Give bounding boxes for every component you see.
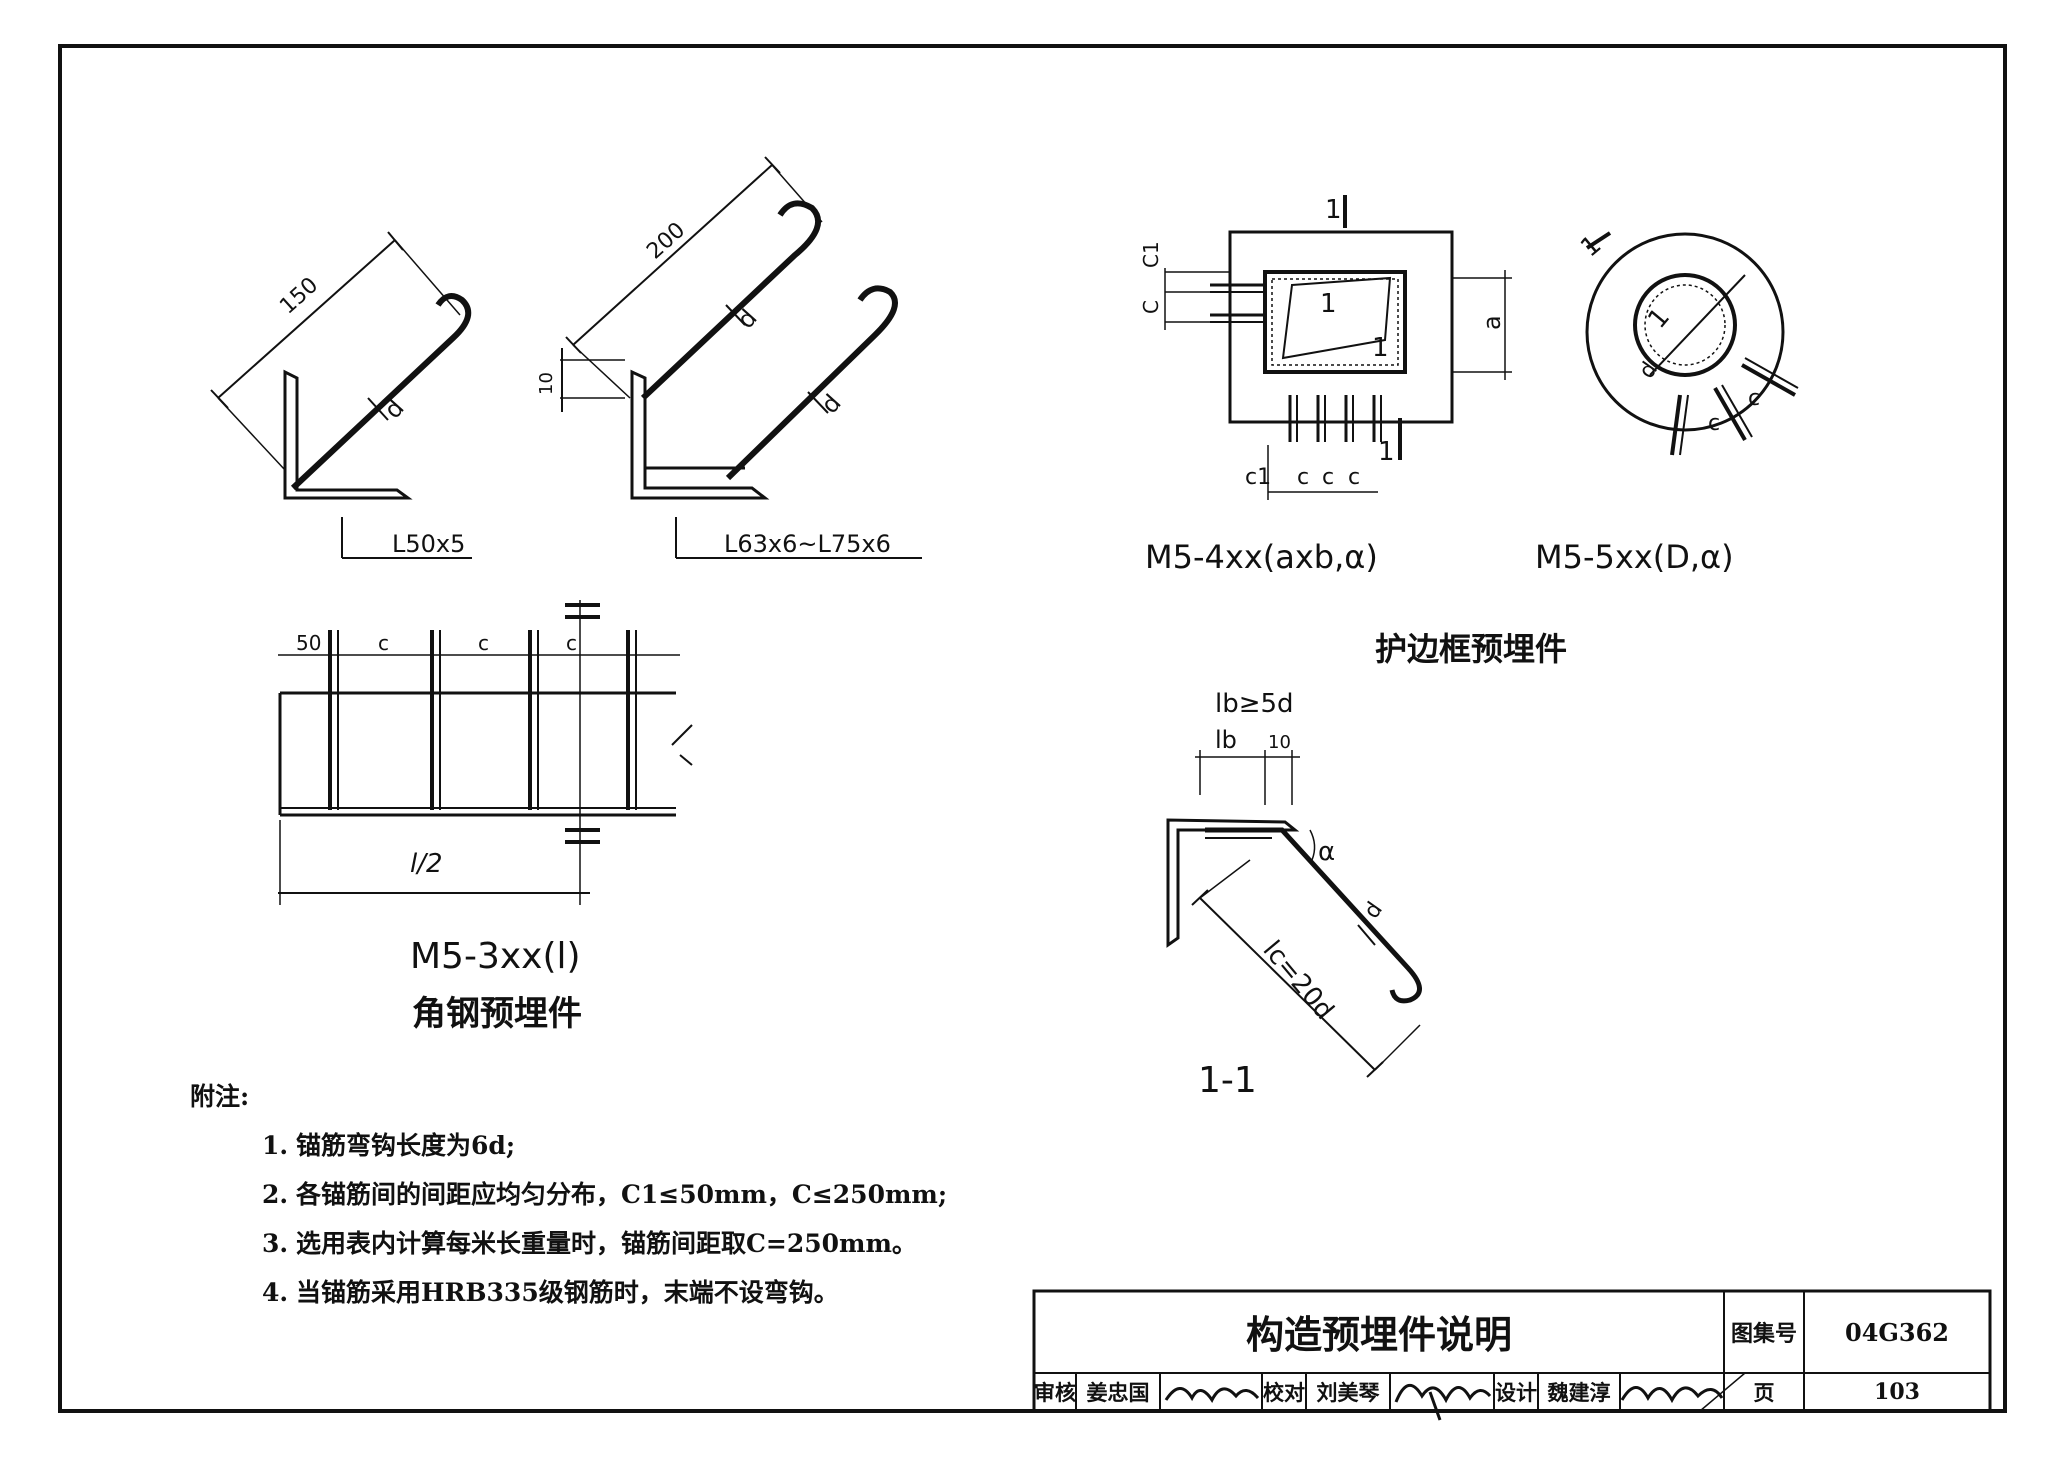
sec-mark-inner-2: 1 [1372, 333, 1389, 363]
sec-mark-top: 1 [1325, 195, 1342, 225]
title-block: 构造预埋件说明 图集号 04G362 审核 姜忠国 校对 刘美琴 设计 魏建淳 … [1034, 1291, 1990, 1415]
note-text: 锚筋弯钩长度为6d; [296, 1131, 516, 1160]
dim-c1-side: C1 [1139, 241, 1163, 268]
atlas-number: 04G362 [1845, 1317, 1949, 1347]
note-text: 当锚筋采用HRB335级钢筋时，末端不设弯钩。 [296, 1278, 839, 1307]
note-number: 4. [262, 1278, 289, 1307]
dim-half-length: l/2 [410, 849, 443, 879]
dim-c-side: C [1139, 300, 1163, 314]
signature-checker [1394, 1384, 1492, 1421]
note-number: 1. [262, 1131, 289, 1160]
dim-c-bottom-2: c [1322, 465, 1334, 490]
angle-l50-drawing [210, 231, 472, 559]
section-name: 1-1 [1198, 1060, 1257, 1101]
label-l50x5: L50x5 [392, 530, 465, 558]
angle-elevation-drawing [278, 600, 693, 905]
bar-d-label: d [379, 394, 410, 424]
bar-d-label-3: d [816, 389, 847, 419]
alpha-label: α [1318, 837, 1335, 867]
title-frame-embed: 护边框预埋件 [1375, 630, 1567, 668]
page-number: 103 [1874, 1379, 1920, 1405]
lb-label: lb [1215, 726, 1237, 754]
signature-reviewer [1164, 1387, 1260, 1403]
dim-50: 50 [296, 631, 321, 655]
sec-mark-bottom: 1 [1378, 437, 1395, 467]
title-block-grid [1032, 1289, 1992, 1413]
note-number: 3. [262, 1229, 289, 1258]
sec-mark-circle-1: 1 [1575, 230, 1607, 264]
lb-condition: lb≥5d [1215, 689, 1294, 719]
dim-c-bottom-1: c [1297, 465, 1309, 490]
dim-c-1: c [378, 631, 389, 655]
review-label: 审核 [1034, 1380, 1076, 1405]
lc-label: lc=20d [1257, 935, 1340, 1025]
dim-c-3: c [566, 631, 577, 655]
dim-a-side: a [1478, 315, 1506, 330]
angle-l63-drawing [560, 156, 922, 559]
dim-c-2: c [478, 631, 489, 655]
sec-mark-circle-2: 1 [1642, 303, 1676, 335]
dim-200: 200 [642, 218, 690, 265]
circle-frame-drawing [1585, 231, 1799, 456]
circle-c-label-1: c [1708, 411, 1720, 436]
checker-name: 刘美琴 [1316, 1380, 1380, 1405]
title-angle-embed: 角钢预埋件 [412, 994, 582, 1034]
note-item: 4.当锚筋采用HRB335级钢筋时，末端不设弯钩。 [262, 1268, 1010, 1317]
rect-frame-drawing [1164, 195, 1512, 500]
note-item: 1.锚筋弯钩长度为6d; [262, 1121, 1010, 1170]
atlas-label: 图集号 [1730, 1321, 1797, 1347]
signature-designer [1620, 1386, 1724, 1404]
circle-c-label-2: c [1748, 386, 1760, 411]
note-text: 选用表内计算每米长重量时，锚筋间距取C=250mm。 [296, 1229, 917, 1258]
code-m5-4xx: M5-4xx(axb,α) [1145, 538, 1378, 576]
drawing-title: 构造预埋件说明 [1245, 1311, 1512, 1357]
note-item: 3.选用表内计算每米长重量时，锚筋间距取C=250mm。 [262, 1219, 1010, 1268]
label-l63x6-l75x6: L63x6~L75x6 [724, 530, 891, 558]
dim-10-section: 10 [1268, 732, 1291, 753]
notes-block: 附注: 1.锚筋弯钩长度为6d; 2.各锚筋间的间距应均匀分布，C1≤50mm，… [190, 1072, 1010, 1317]
note-text: 各锚筋间的间距应均匀分布，C1≤50mm，C≤250mm; [296, 1180, 948, 1209]
dim-c-bottom-3: c [1348, 465, 1360, 490]
page-label: 页 [1753, 1380, 1775, 1405]
reviewer-name: 姜忠国 [1086, 1380, 1150, 1405]
check-label: 校对 [1263, 1380, 1305, 1405]
note-item: 2.各锚筋间的间距应均匀分布，C1≤50mm，C≤250mm; [262, 1170, 1010, 1219]
section-1-1-drawing [1166, 750, 1422, 1078]
dim-150: 150 [275, 273, 323, 320]
dim-10: 10 [536, 372, 557, 395]
notes-heading: 附注: [190, 1082, 250, 1111]
notes-list: 1.锚筋弯钩长度为6d; 2.各锚筋间的间距应均匀分布，C1≤50mm，C≤25… [190, 1121, 1010, 1317]
design-label: 设计 [1495, 1380, 1537, 1405]
designer-name: 魏建淳 [1547, 1380, 1611, 1405]
code-m5-3xx: M5-3xx(l) [410, 936, 581, 977]
dim-c1-bottom: c1 [1245, 465, 1271, 490]
note-number: 2. [262, 1180, 289, 1209]
code-m5-5xx: M5-5xx(D,α) [1535, 538, 1734, 576]
sec-mark-inner-1: 1 [1320, 289, 1337, 319]
